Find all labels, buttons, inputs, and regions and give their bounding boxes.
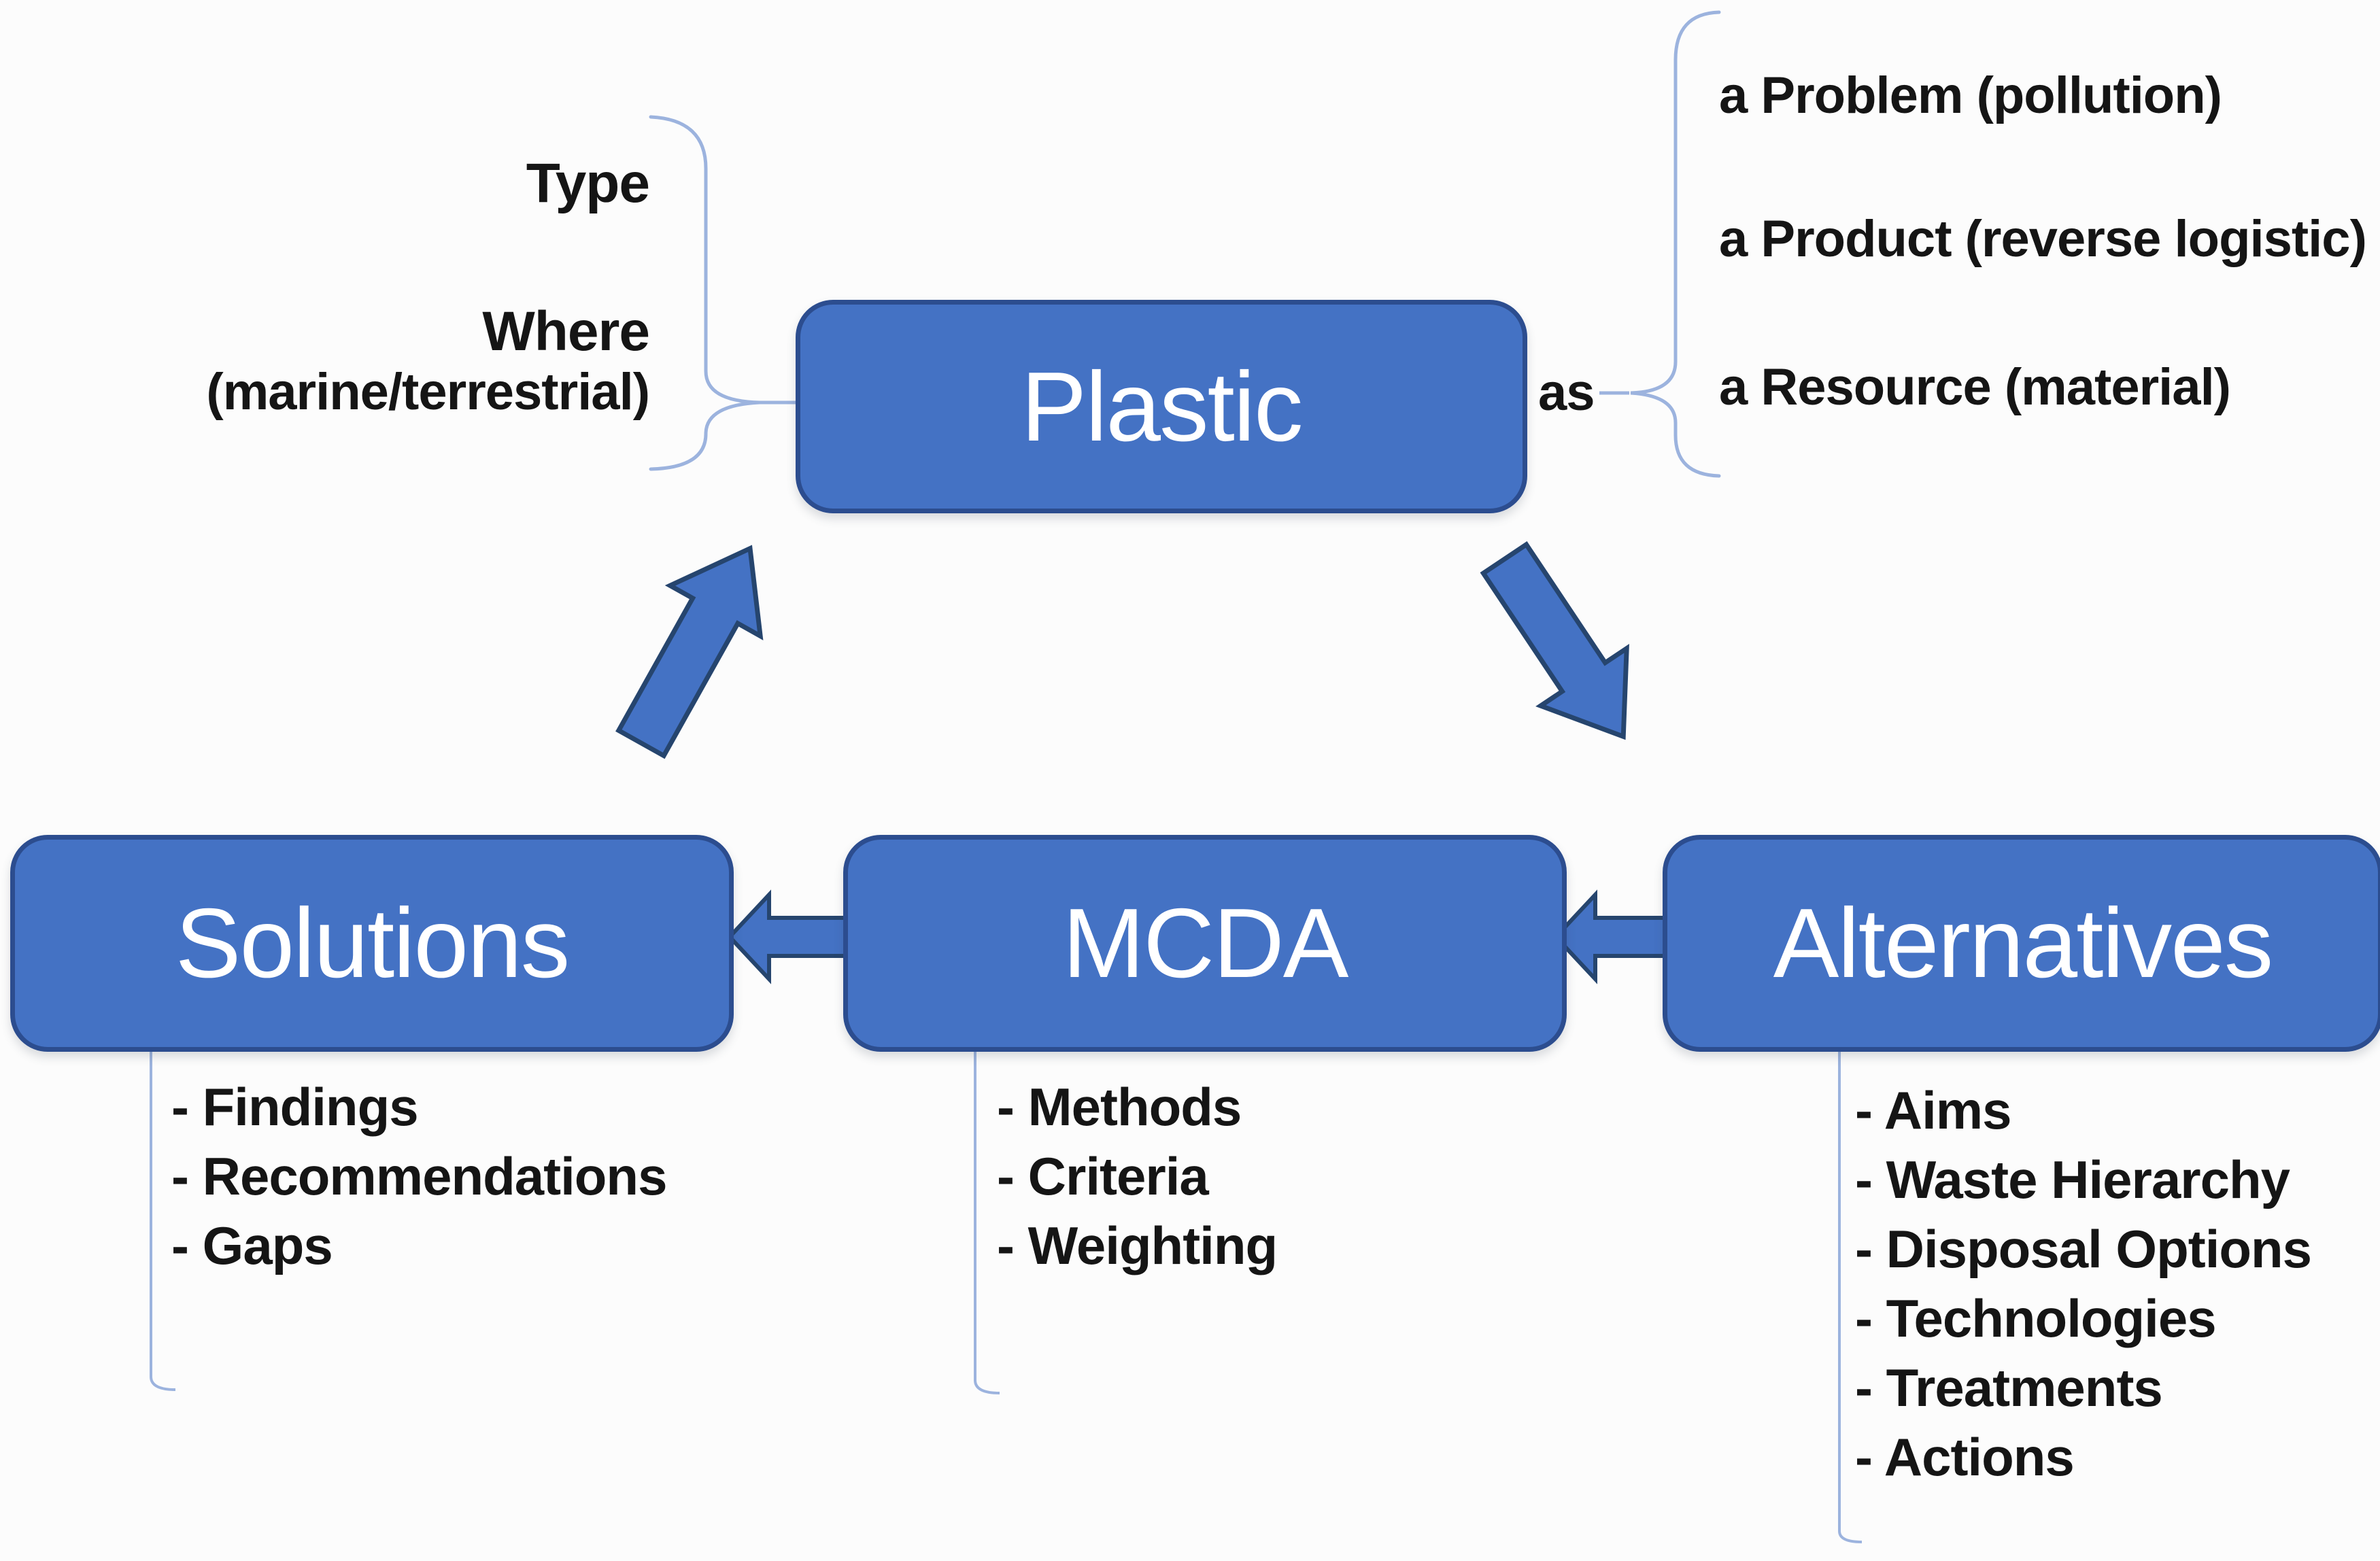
flow-arrow-mcda-to-solutions-icon xyxy=(726,889,849,984)
node-alternatives-title: Alternatives xyxy=(1773,888,2274,998)
node-mcda: MCDA xyxy=(843,835,1567,1052)
solutions-list-line xyxy=(150,1042,176,1391)
list-item: - Technologies xyxy=(1855,1288,2217,1348)
node-mcda-title: MCDA xyxy=(1062,888,1349,998)
cycle-arrow-down-right-icon xyxy=(1480,541,1629,740)
list-item: - Actions xyxy=(1855,1427,2075,1487)
list-item: - Aims xyxy=(1855,1080,2012,1140)
node-solutions: Solutions xyxy=(10,835,734,1052)
list-item: - Criteria xyxy=(997,1146,1209,1206)
where-label: Where xyxy=(482,301,650,362)
left-brace xyxy=(649,115,760,471)
alternatives-list: - Aims - Waste Hierarchy - Disposal Opti… xyxy=(1855,1076,2312,1492)
list-item: - Disposal Options xyxy=(1855,1219,2312,1279)
right-brace xyxy=(1630,10,1721,478)
mcda-list: - Methods - Criteria - Weighting xyxy=(997,1072,1278,1280)
alternatives-list-line xyxy=(1838,1042,1863,1543)
plastic-as-item: a Problem (pollution) xyxy=(1719,67,2222,124)
solutions-list: - Findings - Recommendations - Gaps xyxy=(171,1072,667,1280)
node-solutions-title: Solutions xyxy=(175,888,570,998)
list-item: - Waste Hierarchy xyxy=(1855,1150,2290,1210)
node-plastic-title: Plastic xyxy=(1021,351,1303,462)
node-alternatives: Alternatives xyxy=(1663,835,2380,1052)
list-item: - Findings xyxy=(171,1077,419,1137)
type-label: Type xyxy=(526,152,650,214)
where-detail-label: (marine/terrestrial) xyxy=(206,363,650,421)
list-item: - Gaps xyxy=(171,1216,333,1275)
as-connector-label: as xyxy=(1538,364,1595,422)
plastic-as-item: a Resource (material) xyxy=(1719,358,2231,416)
cycle-arrow-up-right-icon xyxy=(615,545,764,759)
plastic-as-item: a Product (reverse logistic) xyxy=(1719,210,2367,268)
list-item: - Weighting xyxy=(997,1216,1278,1275)
list-item: - Recommendations xyxy=(171,1146,667,1206)
flow-arrow-alternatives-to-mcda-icon xyxy=(1552,889,1675,984)
list-item: - Methods xyxy=(997,1077,1242,1137)
mcda-list-line xyxy=(974,1042,1000,1394)
node-plastic: Plastic xyxy=(796,300,1527,513)
list-item: - Treatments xyxy=(1855,1358,2163,1418)
